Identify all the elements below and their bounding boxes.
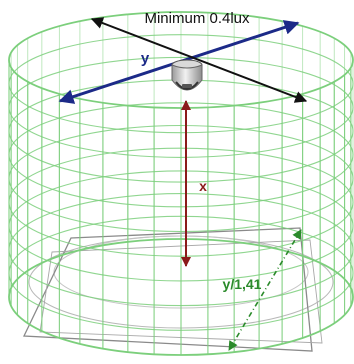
floor-square-outline [39,239,323,344]
floor-area [22,227,334,352]
floor-square [22,227,313,352]
ceiling-sensor-icon [171,59,203,91]
diagonal-dimension-arrow [228,229,302,351]
y-label: y [141,50,150,67]
diagonal-label: y/1,41 [223,276,262,292]
x-label: x [199,178,207,194]
title-dimension-arrow [90,17,308,103]
title-label: Minimum 0.4lux [144,10,250,27]
